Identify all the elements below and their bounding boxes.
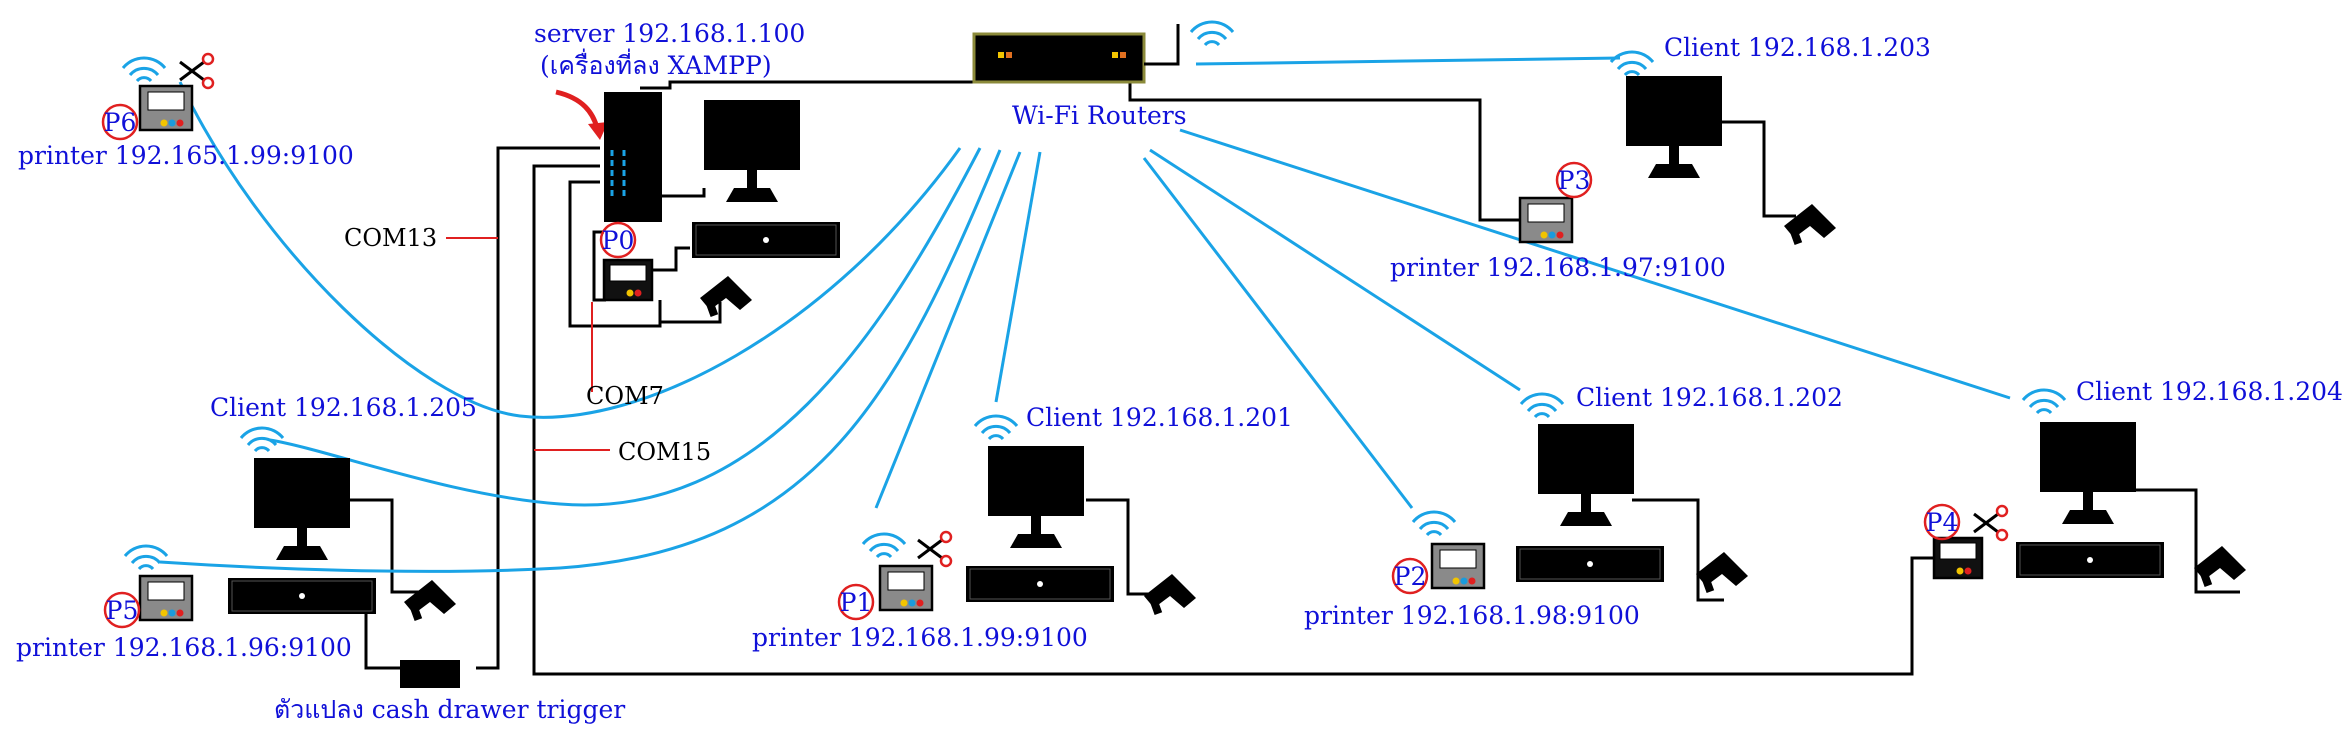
receipt-printer-icon: [878, 564, 934, 612]
printer-p5-label: printer 192.168.1.96:9100: [16, 633, 352, 662]
receipt-printer-icon: [138, 84, 194, 132]
barcode-scanner-icon: [1696, 552, 1748, 593]
wifi-icon: [861, 532, 907, 559]
receipt-printer-icon: [1518, 196, 1574, 244]
cable-c203-scanner: [1722, 120, 1796, 218]
receipt-printer-icon: [602, 258, 654, 302]
cable-c201-scanner: [1086, 498, 1152, 596]
link-router-p6: [178, 81, 962, 419]
desktop-unit-icon: [227, 577, 377, 615]
printer-p3-label: printer 192.168.1.97:9100: [1390, 253, 1726, 282]
cable-com13-p5: [476, 146, 600, 670]
printer-p2-label: printer 192.168.1.98:9100: [1304, 601, 1640, 630]
client-205[interactable]: [227, 426, 460, 688]
desktop-unit-icon: [965, 565, 1115, 603]
monitor-icon: [1538, 424, 1634, 526]
link-router-c205: [269, 147, 982, 507]
link-router-c201: [994, 151, 1042, 403]
server-pointer-arrowhead: [588, 122, 608, 140]
wifi-icon: [121, 56, 167, 83]
barcode-scanner-icon: [1144, 574, 1196, 615]
com15-label: COM15: [618, 438, 711, 466]
tag-p1: P1: [840, 588, 873, 617]
link-router-p5: [159, 149, 1002, 573]
client-202-label: Client 192.168.1.202: [1576, 383, 1843, 412]
printer-tag-circles: [101, 103, 1961, 629]
barcode-scanner-icon: [1784, 204, 1836, 245]
cable-c202-scanner: [1632, 498, 1724, 602]
tag-p4: P4: [1926, 508, 1959, 537]
wifi-icon: [1189, 20, 1235, 47]
printer-p1[interactable]: [861, 530, 953, 612]
desktop-unit-icon: [1515, 545, 1665, 583]
barcode-scanner-icon: [700, 276, 752, 317]
com13-label: COM13: [344, 224, 437, 252]
wifi-icon: [123, 544, 169, 571]
com7-label: COM7: [586, 382, 664, 410]
receipt-printer-icon: [1932, 536, 1984, 580]
wifi-icon: [2021, 388, 2067, 415]
client-203-label: Client 192.168.1.203: [1664, 33, 1931, 62]
receipt-printer-icon: [138, 574, 194, 622]
router-label: Wi-Fi Routers: [1012, 101, 1187, 130]
cable-server-local: [592, 230, 606, 302]
server-label-sub: (เครื่องที่ลง XAMPP): [540, 48, 772, 80]
cable-server-router: [640, 80, 978, 90]
client-205-label: Client 192.168.1.205: [210, 393, 477, 422]
scissors-icon: [178, 52, 215, 90]
cable-p0-unit: [650, 246, 690, 272]
wifi-icon: [1609, 50, 1655, 77]
client-204[interactable]: [2015, 388, 2246, 587]
tag-p3: P3: [1558, 166, 1591, 195]
tag-p0: P0: [602, 226, 635, 255]
monitor-icon: [988, 446, 1084, 548]
wifi-links: [159, 56, 2011, 573]
client-204-label: Client 192.168.1.204: [2076, 377, 2343, 406]
monitor-icon: [254, 458, 350, 560]
cable-p0-scanner: [658, 300, 722, 324]
cash-drawer-label: ตัวแปลง cash drawer trigger: [274, 695, 625, 724]
client-202[interactable]: [1515, 392, 1748, 593]
client-201-label: Client 192.168.1.201: [1026, 403, 1293, 432]
cable-cash-drawer: [364, 614, 400, 670]
cable-c204-scanner: [2136, 488, 2240, 594]
tag-p2: P2: [1394, 562, 1427, 591]
server-station[interactable]: [602, 92, 841, 317]
tag-p6: P6: [104, 108, 137, 137]
link-router-c203: [1195, 56, 1621, 66]
monitor-icon: [1626, 76, 1722, 178]
cash-drawer-trigger-icon: [400, 660, 460, 688]
scissors-icon: [916, 530, 953, 568]
barcode-scanner-icon: [404, 580, 456, 621]
scissors-icon: [1972, 504, 2009, 542]
printer-p1-label: printer 192.168.1.99:9100: [752, 623, 1088, 652]
barcode-scanner-icon: [2194, 546, 2246, 587]
server-tower-icon: [604, 92, 662, 222]
wifi-icon: [1411, 510, 1457, 537]
link-router-p1: [874, 151, 1022, 509]
link-router-c202: [1149, 148, 1521, 392]
printer-p3[interactable]: [1518, 196, 1574, 244]
desktop-unit-icon: [2015, 541, 2165, 579]
cable-router-printer-p3: [1128, 82, 1520, 222]
link-router-c204: [1179, 128, 2011, 400]
receipt-printer-icon: [1430, 542, 1486, 590]
wifi-icon: [1519, 392, 1565, 419]
printer-p6-label: printer 192.165.1.99:9100: [18, 141, 354, 170]
com-callouts: [446, 89, 610, 451]
client-203[interactable]: [1609, 50, 1836, 245]
monitor-icon: [704, 100, 800, 202]
wifi-icon: [973, 414, 1019, 441]
cable-c205-scanner: [350, 498, 420, 594]
wifi-icon: [239, 426, 285, 453]
tag-p5: P5: [106, 596, 139, 625]
client-201[interactable]: [965, 414, 1196, 615]
cable-com15-p4: [532, 164, 1935, 676]
link-router-p2: [1142, 157, 1414, 509]
wifi-router[interactable]: [972, 20, 1235, 84]
desktop-unit-icon: [691, 221, 841, 259]
monitor-icon: [2040, 422, 2136, 524]
server-label: server 192.168.1.100: [534, 19, 805, 48]
